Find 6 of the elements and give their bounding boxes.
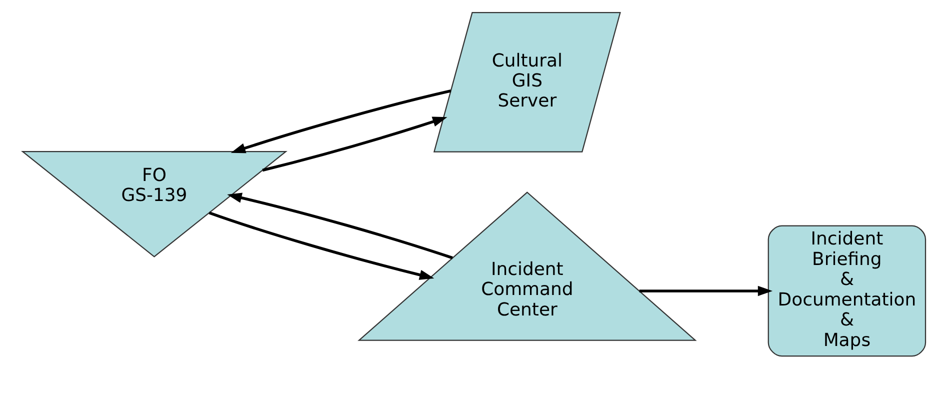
arrow <box>227 192 453 260</box>
arrow <box>639 286 773 296</box>
arrow <box>230 90 452 154</box>
node-box: Incident Briefing & Documentation & Maps <box>768 225 926 357</box>
arrow <box>208 212 434 280</box>
arrow <box>262 116 448 172</box>
